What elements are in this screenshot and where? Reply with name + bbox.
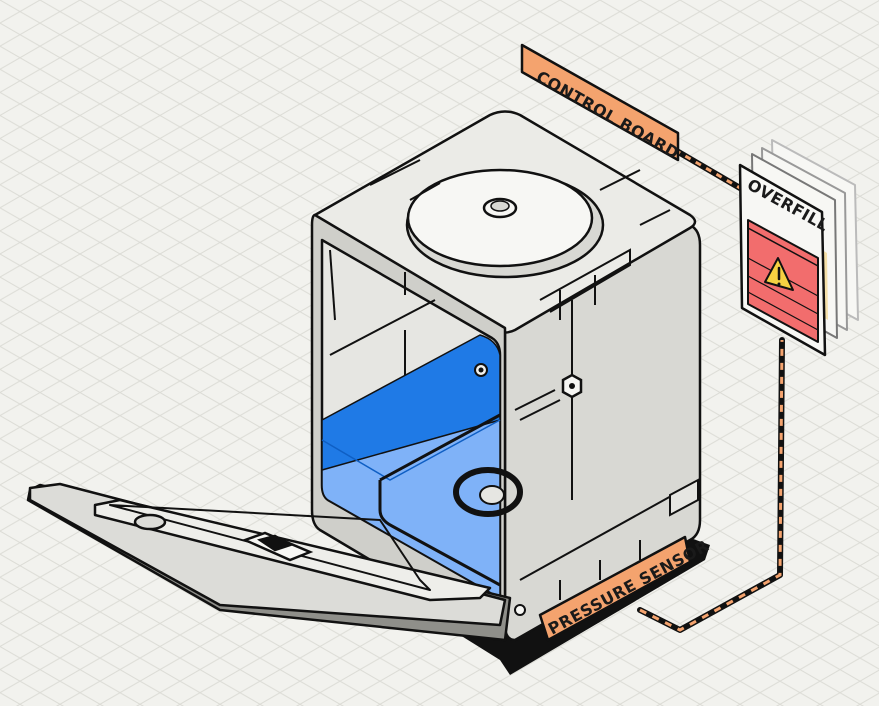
wire-sensor-to-display [637,337,785,633]
hex-nut-icon [561,373,583,399]
top-spray-disc [405,168,605,279]
top-face-details [369,159,671,320]
wire-control-to-display [672,147,743,191]
side-face-details [514,300,701,600]
door-hinge [514,604,526,616]
warning-triangle-icon [764,257,794,291]
water-fill [321,334,523,600]
door-features [133,513,314,562]
